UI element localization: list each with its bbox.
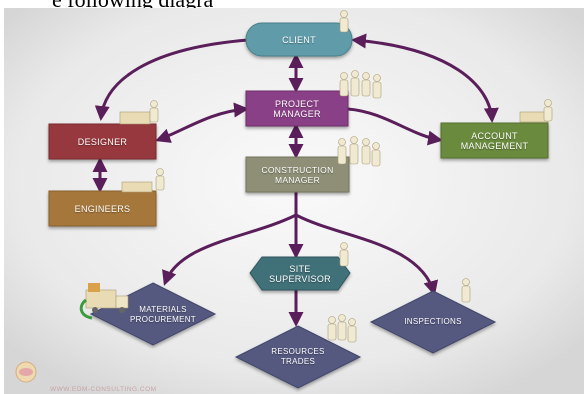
footer-url: WWW.EDM-CONSULTING.COM	[50, 386, 157, 393]
designer-label: DESIGNER	[77, 137, 128, 147]
connectors	[92, 33, 499, 327]
inspections-label: INSPECTIONS	[404, 317, 462, 326]
account-management-node	[440, 122, 549, 159]
resources-trades-node	[234, 325, 362, 389]
resources-team-icon	[327, 314, 357, 343]
client-node	[245, 22, 353, 57]
logo-icon	[15, 361, 37, 383]
engineers-desk-icon	[121, 168, 165, 193]
designer-node	[48, 123, 157, 160]
inspector-person-icon	[461, 278, 471, 303]
construction-manager-node	[245, 156, 350, 193]
construction-manager-team-icon	[337, 136, 381, 167]
site-supervisor-node	[249, 256, 351, 291]
account-desk-icon	[519, 99, 553, 123]
engineers-label: ENGINEERS	[74, 204, 131, 214]
connector-pm-account	[347, 107, 443, 146]
project-manager-node	[245, 90, 349, 127]
connector-cm-inspections	[295, 213, 439, 296]
connector-cm-materials	[162, 213, 297, 286]
client-person-icon	[339, 10, 349, 33]
connector-client-account	[351, 33, 499, 123]
site-supervisor-person-icon	[339, 242, 349, 267]
connector-pm-designer	[155, 102, 249, 143]
person-icon	[119, 10, 553, 343]
inspections-node	[369, 290, 497, 354]
engineers-node	[48, 190, 157, 227]
truck-icon	[79, 283, 129, 320]
project-manager-team-icon	[339, 70, 382, 99]
connector-client-designer	[94, 38, 249, 121]
client-label: CLIENT	[282, 35, 316, 45]
designer-desk-icon	[119, 100, 159, 125]
